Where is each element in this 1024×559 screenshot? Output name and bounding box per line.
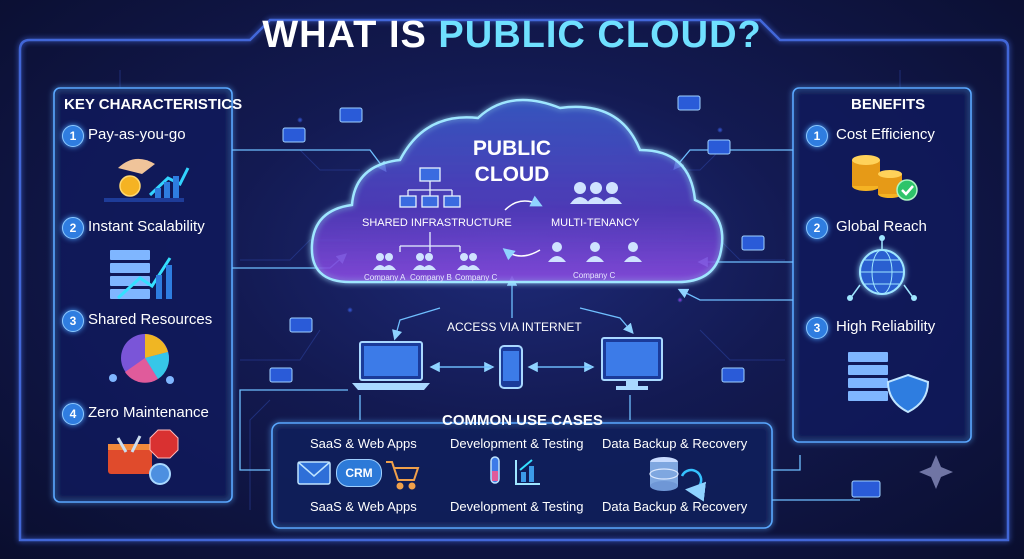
right-item-3-number: 3: [806, 317, 828, 339]
access-via-internet-label: ACCESS VIA INTERNET: [447, 320, 582, 334]
company-people-icons: [373, 182, 642, 270]
envelope-icon: [297, 461, 331, 485]
use-cases-heading: COMMON USE CASES: [442, 412, 603, 429]
database-backup-icon: [649, 457, 707, 502]
multi-tenancy-label: MULTI-TENANCY: [551, 217, 640, 229]
multi-company-label: Company C: [573, 271, 616, 280]
outer-frame: [18, 18, 1010, 542]
left-item-1-label: Pay-as-you-go: [88, 126, 186, 143]
use-case-bottom-1: SaaS & Web Apps: [310, 499, 417, 514]
left-item-2-number: 2: [62, 217, 84, 239]
title-part-1: WHAT IS: [262, 14, 427, 56]
cloud-title-line-2: CLOUD: [474, 163, 550, 186]
use-case-top-2: Development & Testing: [450, 436, 584, 451]
phone-icon: [499, 345, 523, 389]
cloud-title-line-1: PUBLIC: [472, 137, 552, 160]
pie-chart-users-icon: [109, 334, 174, 384]
globe-network-icon: [847, 235, 917, 301]
left-panel-heading: KEY CHARACTERISTICS: [64, 96, 243, 113]
left-item-2-label: Instant Scalability: [88, 218, 205, 235]
shared-infrastructure-label: SHARED INFRASTRUCTURE: [362, 217, 512, 229]
server-shield-icon: [848, 352, 930, 414]
toolbox-stop-icon: [108, 429, 179, 485]
test-tube-icon: [490, 456, 500, 484]
company-a-label: Company A: [364, 273, 406, 282]
server-growth-chart-icon: [110, 250, 172, 300]
right-item-1-number: 1: [806, 125, 828, 147]
page-title: WHAT IS PUBLIC CLOUD?: [0, 14, 1024, 57]
sparkle-icon: [919, 455, 953, 489]
use-case-bottom-2: Development & Testing: [450, 499, 584, 514]
title-part-2: PUBLIC CLOUD?: [438, 14, 762, 56]
right-item-2-number: 2: [806, 217, 828, 239]
monitor-icon: [601, 337, 663, 390]
org-chart-icon: [399, 167, 461, 252]
shopping-cart-icon: [386, 461, 420, 490]
right-item-1-label: Cost Efficiency: [836, 126, 935, 143]
coins-check-icon: [852, 155, 918, 201]
use-case-top-1: SaaS & Web Apps: [310, 436, 417, 451]
left-item-4-label: Zero Maintenance: [88, 404, 209, 421]
bar-growth-icon: [515, 459, 540, 485]
use-case-top-3: Data Backup & Recovery: [602, 436, 748, 451]
company-c-label: Company C: [455, 273, 498, 282]
hand-coin-growth-icon: [104, 158, 190, 202]
right-panel-heading: BENEFITS: [851, 96, 926, 113]
right-item-2-label: Global Reach: [836, 218, 927, 235]
use-case-bottom-3: Data Backup & Recovery: [602, 499, 748, 514]
left-item-4-number: 4: [62, 403, 84, 425]
data-chips: [269, 95, 881, 498]
cloud-shape: [310, 98, 724, 284]
left-item-3-number: 3: [62, 310, 84, 332]
laptop-icon: [352, 341, 430, 390]
right-item-3-label: High Reliability: [836, 318, 936, 335]
left-item-3-label: Shared Resources: [88, 311, 213, 328]
left-item-1-number: 1: [62, 125, 84, 147]
company-b-label: Company B: [410, 273, 452, 282]
cloud-title: PUBLIC CLOUD: [462, 136, 562, 188]
crm-badge: CRM: [336, 459, 382, 487]
